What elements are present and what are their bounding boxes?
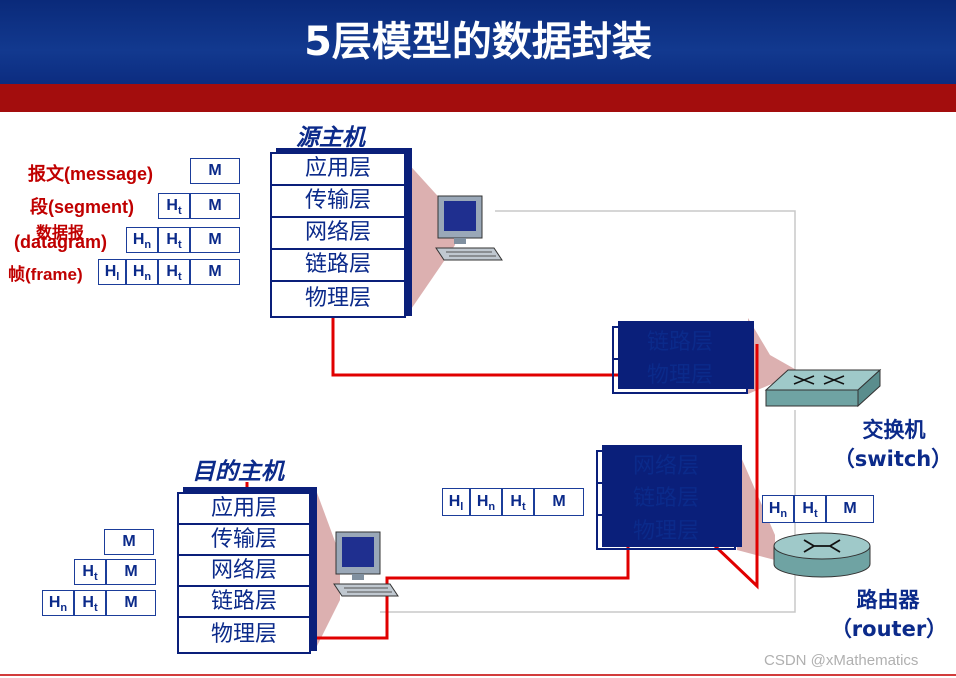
datagram-box-M: M bbox=[190, 227, 240, 253]
router-layer-network: 网络层 bbox=[596, 450, 736, 484]
red-divider-bar bbox=[0, 84, 956, 112]
dest-layer-transport: 传输层 bbox=[177, 523, 311, 556]
label-datagram-en: (datagram) bbox=[14, 232, 108, 252]
frame-header-Hn: Hn bbox=[126, 259, 158, 285]
gray-link-dest-router bbox=[380, 560, 796, 613]
router-layer-physical: 物理层 bbox=[596, 514, 736, 550]
dest-segment-box-M: M bbox=[106, 559, 156, 585]
source-protocol-stack: 应用层 传输层 网络层 链路层 物理层 bbox=[270, 148, 412, 320]
router-header-Hn: Hn bbox=[762, 495, 794, 523]
frame-box-M: M bbox=[190, 259, 240, 285]
segment-box-M: M bbox=[190, 193, 240, 219]
page-title: 5层模型的数据封装 bbox=[304, 19, 652, 65]
mid-header-Ht: Ht bbox=[502, 488, 534, 516]
datagram-header-Ht: Ht bbox=[158, 227, 190, 253]
bottom-rule bbox=[0, 674, 956, 676]
label-message: 报文(message) bbox=[28, 164, 154, 184]
source-layer-transport: 传输层 bbox=[270, 184, 406, 218]
dest-cone bbox=[316, 490, 340, 648]
router-layer-link: 链路层 bbox=[596, 482, 736, 516]
switch-label-en: （switch） bbox=[833, 447, 953, 471]
gray-link-source-switch bbox=[495, 210, 796, 383]
datagram-header-Hn: Hn bbox=[126, 227, 158, 253]
router-label-en: （router） bbox=[830, 617, 948, 641]
dest-msg-box-M: M bbox=[104, 529, 154, 555]
segment-header-Ht: Ht bbox=[158, 193, 190, 219]
label-datagram-cn: 数据报 bbox=[36, 225, 85, 242]
source-cone bbox=[405, 160, 455, 318]
switch-layer-link: 链路层 bbox=[612, 326, 748, 360]
switch-icon bbox=[764, 368, 882, 408]
msg-box-M: M bbox=[190, 158, 240, 184]
source-layer-network: 网络层 bbox=[270, 216, 406, 250]
dest-datagram-header-Hn: Hn bbox=[42, 590, 74, 616]
mid-header-Hn: Hn bbox=[470, 488, 502, 516]
router-header-Ht: Ht bbox=[794, 495, 826, 523]
router-label: 路由器 bbox=[856, 588, 920, 612]
dest-layer-network: 网络层 bbox=[177, 554, 311, 587]
source-layer-physical: 物理层 bbox=[270, 280, 406, 318]
dest-host-label: 目的主机 bbox=[192, 459, 284, 485]
router-icon bbox=[773, 532, 871, 578]
title-bar: 5层模型的数据封装 bbox=[0, 0, 956, 84]
source-layer-link: 链路层 bbox=[270, 248, 406, 282]
router-box-M: M bbox=[826, 495, 874, 523]
computer-icon bbox=[435, 195, 503, 261]
dest-layer-link: 链路层 bbox=[177, 585, 311, 618]
label-segment: 段(segment) bbox=[30, 197, 135, 217]
mid-header-Hl: Hl bbox=[442, 488, 470, 516]
frame-header-Hl: Hl bbox=[98, 259, 126, 285]
switch-label: 交换机 bbox=[862, 418, 926, 442]
dest-segment-header-Ht: Ht bbox=[74, 559, 106, 585]
dest-protocol-stack: 应用层 传输层 网络层 链路层 物理层 bbox=[177, 487, 317, 656]
computer-icon bbox=[333, 531, 399, 597]
router-protocol-stack: 网络层 链路层 物理层 bbox=[596, 445, 742, 552]
source-layer-application: 应用层 bbox=[270, 152, 406, 186]
switch-layer-physical: 物理层 bbox=[612, 358, 748, 394]
mid-box-M: M bbox=[534, 488, 584, 516]
dest-layer-physical: 物理层 bbox=[177, 616, 311, 654]
watermark: CSDN @xMathematics bbox=[764, 652, 919, 669]
source-host-label: 源主机 bbox=[296, 125, 365, 151]
dest-datagram-header-Ht: Ht bbox=[74, 590, 106, 616]
label-frame: 帧(frame) bbox=[8, 265, 83, 284]
dest-datagram-box-M: M bbox=[106, 590, 156, 616]
frame-header-Ht: Ht bbox=[158, 259, 190, 285]
dest-layer-application: 应用层 bbox=[177, 492, 311, 525]
switch-protocol-stack: 链路层 物理层 bbox=[612, 321, 754, 394]
